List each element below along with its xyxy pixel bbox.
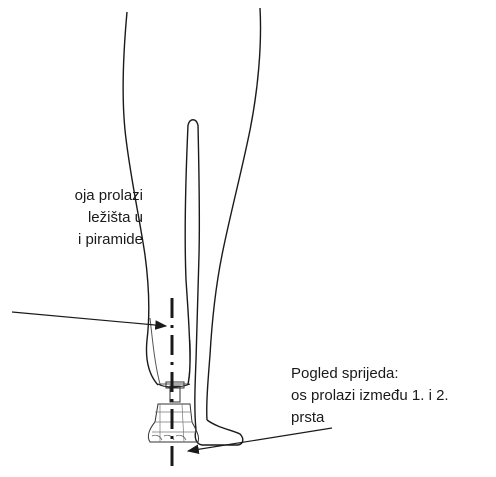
right-inner-leg xyxy=(195,125,200,430)
right-leg-outline xyxy=(207,8,261,420)
right-annotation-line1: Pogled sprijeda: xyxy=(291,363,449,385)
right-annotation: Pogled sprijeda: os prolazi između 1. i … xyxy=(291,363,449,429)
left-annotation-line1: oja prolazi xyxy=(0,185,143,207)
socket-outline xyxy=(150,318,190,384)
left-annotation: oja prolazi ležišta u i piramide xyxy=(0,185,143,251)
right-pointer-arrow xyxy=(188,428,332,451)
crotch-line xyxy=(188,120,198,125)
left-inner-leg xyxy=(185,125,190,384)
left-pointer-arrow xyxy=(12,312,166,326)
right-foot xyxy=(195,420,243,445)
left-annotation-line3: i piramide xyxy=(0,229,143,251)
prosthetic-toes xyxy=(152,435,186,440)
left-annotation-line2: ležišta u xyxy=(0,207,143,229)
right-annotation-line3: prsta xyxy=(291,407,449,429)
right-annotation-line2: os prolazi između 1. i 2. xyxy=(291,385,449,407)
